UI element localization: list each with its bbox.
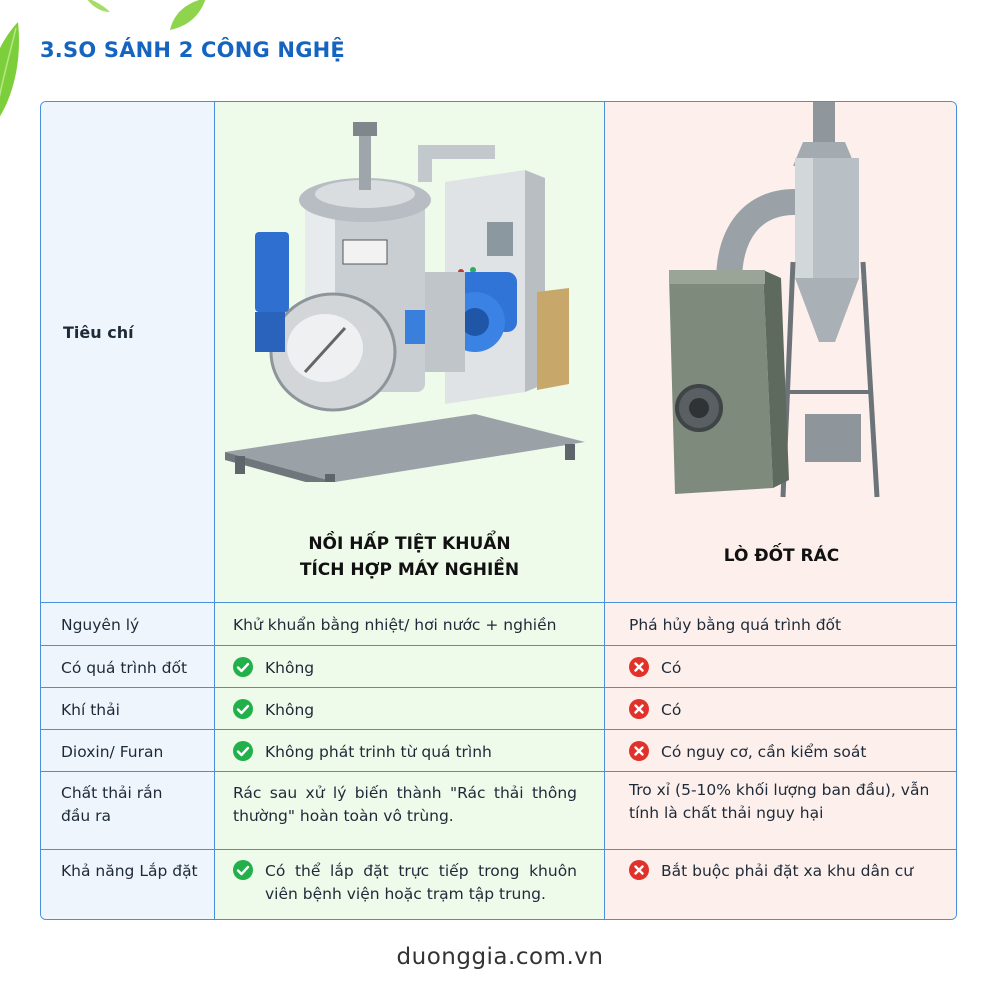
- check-circle-icon: [233, 699, 253, 719]
- autoclave-combustion-text: Không: [265, 659, 315, 677]
- autoclave-machine-image: [225, 122, 585, 482]
- criteria-dioxin: Dioxin/ Furan: [61, 743, 164, 761]
- x-circle-icon: [629, 741, 649, 761]
- incinerator-combustion-text: Có: [661, 659, 682, 677]
- incinerator-installation-text: Bắt buộc phải đặt xa khu dân cư: [661, 862, 914, 880]
- row-divider: [41, 849, 956, 850]
- incinerator-column: [605, 102, 956, 919]
- incinerator-principle: Phá hủy bằng quá trình đốt: [629, 616, 842, 634]
- leaf-decoration-icon: [87, 0, 110, 12]
- incinerator-header: LÒ ĐỐT RÁC: [723, 546, 840, 566]
- row-divider: [41, 729, 956, 730]
- autoclave-emissions-text: Không: [265, 701, 315, 719]
- autoclave-title-line2: TÍCH HỢP MÁY NGHIỀN: [299, 560, 520, 580]
- check-circle-icon: [233, 657, 253, 677]
- incinerator-dioxin-text: Có nguy cơ, cần kiểm soát: [661, 743, 867, 761]
- incinerator-emissions: Có: [629, 699, 945, 722]
- criteria-solid-waste-line1: Chất thải rắn: [61, 784, 163, 802]
- criteria-combustion: Có quá trình đốt: [61, 659, 188, 677]
- autoclave-solid-waste: Rác sau xử lý biến thành "Rác thải thông…: [233, 784, 577, 825]
- comparison-table: Tiêu chí: [40, 101, 957, 920]
- autoclave-installation: Có thể lắp đặt trực tiếp trong khuôn viê…: [233, 860, 577, 906]
- row-divider: [41, 687, 956, 688]
- row-divider: [41, 645, 956, 646]
- x-circle-icon: [629, 699, 649, 719]
- criteria-principle: Nguyên lý: [61, 616, 140, 634]
- autoclave-dioxin-text: Không phát trinh từ quá trình: [265, 743, 492, 761]
- leaf-decoration-icon: [170, 0, 206, 30]
- criteria-solid-waste-line2: đầu ra: [61, 807, 111, 825]
- leaf-decoration-icon: [0, 22, 19, 117]
- autoclave-header: NỒI HẤP TIỆT KHUẨN TÍCH HỢP MÁY NGHIỀN: [214, 531, 605, 583]
- footer-website: duonggia.com.vn: [396, 944, 604, 970]
- criteria-installation: Khả năng Lắp đặt: [61, 862, 198, 880]
- autoclave-emissions: Không: [233, 699, 577, 722]
- incinerator-emissions-text: Có: [661, 701, 682, 719]
- criteria-header: Tiêu chí: [63, 323, 134, 342]
- autoclave-dioxin: Không phát trinh từ quá trình: [233, 741, 577, 764]
- page-title: 3.SO SÁNH 2 CÔNG NGHỆ: [40, 38, 345, 62]
- autoclave-principle: Khử khuẩn bằng nhiệt/ hơi nước + nghiền: [233, 616, 557, 634]
- row-divider: [41, 771, 956, 772]
- incinerator-dioxin: Có nguy cơ, cần kiểm soát: [629, 741, 945, 764]
- criteria-column: [41, 102, 214, 919]
- incinerator-combustion: Có: [629, 657, 945, 680]
- criteria-solid-waste: Chất thải rắn đầu ra: [61, 782, 162, 828]
- row-divider: [41, 602, 956, 603]
- incinerator-image: [669, 102, 880, 498]
- autoclave-installation-text: Có thể lắp đặt trực tiếp trong khuôn viê…: [265, 862, 577, 903]
- incinerator-solid-waste: Tro xỉ (5-10% khối lượng ban đầu), vẫn t…: [629, 781, 930, 822]
- criteria-emissions: Khí thải: [61, 701, 120, 719]
- incinerator-installation: Bắt buộc phải đặt xa khu dân cư: [629, 860, 945, 883]
- x-circle-icon: [629, 657, 649, 677]
- x-circle-icon: [629, 860, 649, 880]
- check-circle-icon: [233, 741, 253, 761]
- check-circle-icon: [233, 860, 253, 880]
- autoclave-combustion: Không: [233, 657, 577, 680]
- autoclave-title-line1: NỒI HẤP TIỆT KHUẨN: [308, 534, 511, 554]
